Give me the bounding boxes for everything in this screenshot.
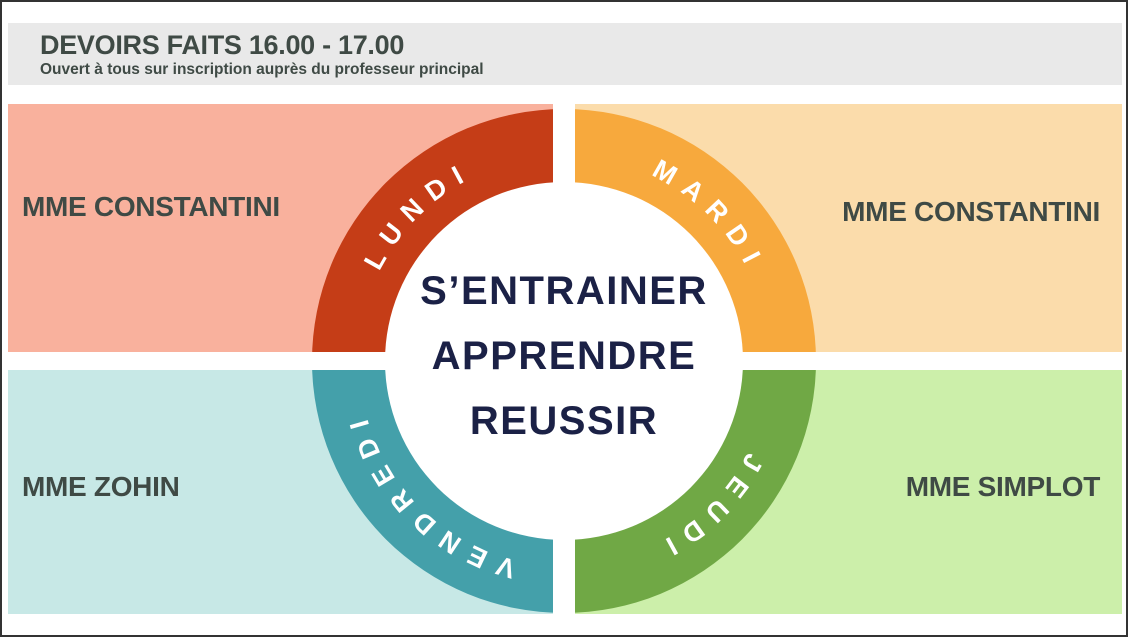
teacher-label-friday: MME ZOHIN — [22, 471, 180, 502]
teacher-label-thursday: MME SIMPLOT — [905, 471, 1101, 502]
teacher-label-tuesday: MME CONSTANTINI — [842, 196, 1100, 227]
motto-line-1: S’ENTRAINER — [420, 269, 708, 313]
page-subtitle: Ouvert à tous sur inscription auprès du … — [40, 60, 484, 78]
teacher-label-monday: MME CONSTANTINI — [22, 191, 280, 222]
motto-line-3: REUSSIR — [469, 399, 659, 443]
motto-line-2: APPRENDRE — [431, 334, 697, 378]
center-motto: S’ENTRAINER APPRENDRE REUSSIR — [314, 259, 814, 454]
center-circle — [385, 182, 743, 540]
page-title: DEVOIRS FAITS 16.00 - 17.00 — [40, 29, 405, 60]
header-bar: DEVOIRS FAITS 16.00 - 17.00 Ouvert à tou… — [8, 23, 1122, 85]
